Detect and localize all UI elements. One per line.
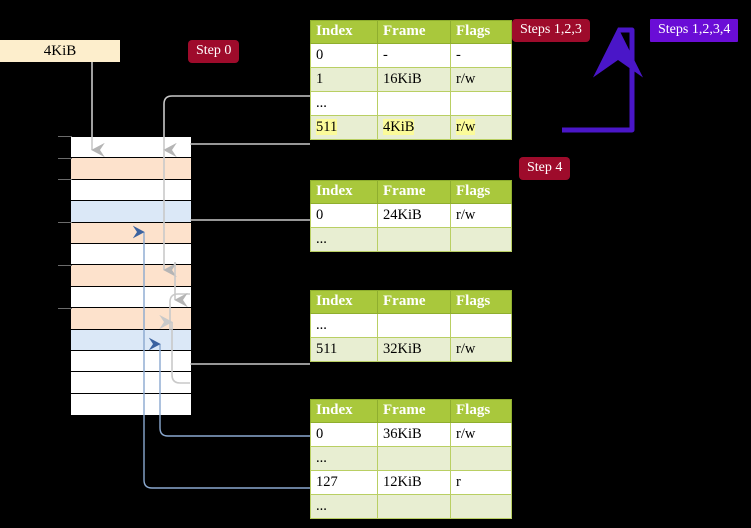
- pt-table: Index Frame Flags 0 36KiB r/w ... 127 12…: [310, 399, 512, 519]
- cell-index: ...: [310, 227, 378, 252]
- table-header-row: Index Frame Flags: [310, 399, 512, 423]
- steps-123-badge: Steps 1,2,3: [512, 19, 590, 42]
- col-header-flags: Flags: [450, 180, 512, 204]
- cell-flags: r/w: [450, 115, 512, 140]
- step-4-badge: Step 4: [519, 157, 571, 180]
- table-row: 511 32KiB r/w: [310, 337, 512, 362]
- cell-index: ...: [310, 91, 378, 116]
- memory-block: [71, 179, 191, 202]
- col-header-frame: Frame: [377, 290, 451, 314]
- memory-block: [71, 372, 191, 394]
- cell-index: 511: [310, 115, 378, 140]
- table-row: ...: [310, 494, 512, 519]
- step-0-badge: Step 0: [188, 40, 240, 63]
- col-header-frame: Frame: [377, 20, 451, 44]
- memory-tick: [58, 222, 72, 223]
- table-row: 0 24KiB r/w: [310, 203, 512, 228]
- pdp-table: Index Frame Flags 0 24KiB r/w ...: [310, 180, 512, 252]
- cell-flags: [450, 227, 512, 252]
- cell-index: 0: [310, 422, 378, 447]
- memory-tick: [58, 179, 72, 180]
- cell-index: 0: [310, 43, 378, 68]
- cell-flags: r/w: [450, 422, 512, 447]
- col-header-frame: Frame: [377, 399, 451, 423]
- col-header-index: Index: [310, 180, 378, 204]
- col-header-flags: Flags: [450, 290, 512, 314]
- cell-index: ...: [310, 446, 378, 471]
- memory-block-column: [70, 136, 191, 415]
- cell-frame: 36KiB: [377, 422, 451, 447]
- col-header-index: Index: [310, 290, 378, 314]
- cell-index-text: 511: [316, 118, 338, 135]
- table-row: 1 16KiB r/w: [310, 67, 512, 92]
- cell-frame: [377, 446, 451, 471]
- memory-tick: [58, 136, 72, 137]
- cell-index: 1: [310, 67, 378, 92]
- cell-flags: r/w: [450, 203, 512, 228]
- cell-frame: 4KiB: [377, 115, 451, 140]
- cell-index: 511: [310, 337, 378, 362]
- cell-frame: 16KiB: [377, 67, 451, 92]
- col-header-frame: Frame: [377, 180, 451, 204]
- memory-tick: [58, 158, 72, 159]
- cell-flags: [450, 91, 512, 116]
- col-header-index: Index: [310, 20, 378, 44]
- table-row: ...: [310, 91, 512, 116]
- purple-bracket-arrow: [562, 27, 643, 133]
- memory-block: [71, 137, 191, 159]
- memory-block: [71, 222, 191, 244]
- cell-frame: [377, 494, 451, 519]
- memory-block: [71, 393, 191, 415]
- memory-block: [71, 265, 191, 287]
- cell-index: ...: [310, 494, 378, 519]
- memory-block: [71, 329, 191, 351]
- table-row: 0 36KiB r/w: [310, 422, 512, 447]
- memory-block: [71, 244, 191, 266]
- cell-flags: [450, 446, 512, 471]
- memory-block: [71, 286, 191, 309]
- memory-tick: [58, 265, 72, 266]
- size-label-4kib: 4KiB: [0, 40, 120, 62]
- col-header-flags: Flags: [450, 20, 512, 44]
- cell-index: 0: [310, 203, 378, 228]
- table-header-row: Index Frame Flags: [310, 20, 512, 44]
- cell-frame: [377, 227, 451, 252]
- col-header-flags: Flags: [450, 399, 512, 423]
- cell-flags: r/w: [450, 67, 512, 92]
- table-row: 127 12KiB r: [310, 470, 512, 495]
- cell-index: ...: [310, 313, 378, 338]
- table-header-row: Index Frame Flags: [310, 180, 512, 204]
- cell-frame: 12KiB: [377, 470, 451, 495]
- cell-frame: [377, 313, 451, 338]
- memory-block: [71, 308, 191, 330]
- cell-flags: -: [450, 43, 512, 68]
- memory-block: [71, 158, 191, 180]
- col-header-index: Index: [310, 399, 378, 423]
- memory-block: [71, 201, 191, 223]
- pml4-table: Index Frame Flags 0 - - 1 16KiB r/w ...: [310, 20, 512, 140]
- cell-frame: [377, 91, 451, 116]
- cell-frame: 32KiB: [377, 337, 451, 362]
- table-row: 0 - -: [310, 43, 512, 68]
- table-row: ...: [310, 313, 512, 338]
- cell-flags: r/w: [450, 337, 512, 362]
- table-header-row: Index Frame Flags: [310, 290, 512, 314]
- cell-flags: r: [450, 470, 512, 495]
- cell-index: 127: [310, 470, 378, 495]
- cell-frame: 24KiB: [377, 203, 451, 228]
- memory-block: [71, 351, 191, 373]
- table-row: ...: [310, 227, 512, 252]
- steps-1234-badge: Steps 1,2,3,4: [650, 19, 739, 42]
- table-row: 511 4KiB r/w: [310, 115, 512, 140]
- pd-table: Index Frame Flags ... 511 32KiB r/w: [310, 290, 512, 362]
- cell-frame-text: 4KiB: [383, 118, 415, 135]
- table-row: ...: [310, 446, 512, 471]
- cell-flags-text: r/w: [456, 118, 476, 135]
- cell-frame: -: [377, 43, 451, 68]
- cell-flags: [450, 494, 512, 519]
- cell-flags: [450, 313, 512, 338]
- memory-tick: [58, 308, 72, 309]
